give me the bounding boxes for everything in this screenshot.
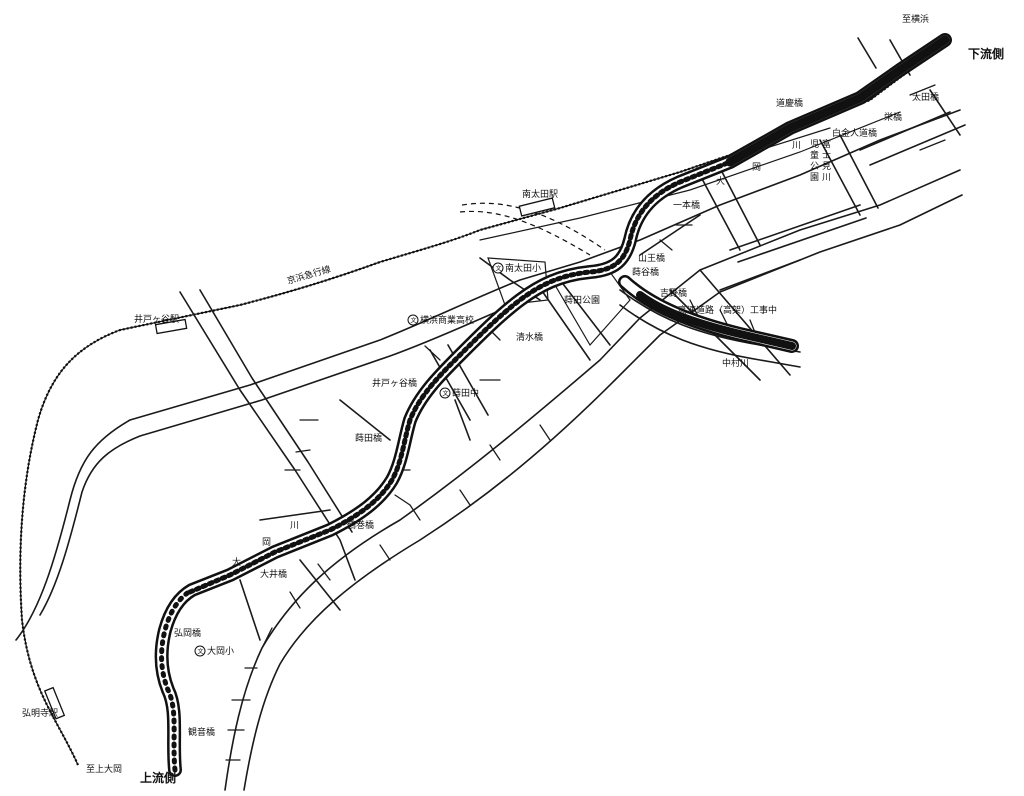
expressway-label: 高速道路（高架）工事中 bbox=[678, 304, 777, 316]
river-name-char-5: 岡 bbox=[262, 537, 271, 548]
nakamura-river-label: 中村川 bbox=[722, 357, 749, 369]
gumyoji-station-label: 弘明寺駅 bbox=[22, 708, 58, 719]
yoshino-bridge-label: 吉野橋 bbox=[660, 287, 687, 299]
fuji-label-4: 士 bbox=[822, 149, 831, 161]
ooka-elementary-label: 大岡小 bbox=[207, 645, 234, 657]
tsuruga-bridge-label: 鶴巻橋 bbox=[347, 519, 374, 531]
road-network bbox=[15, 37, 966, 791]
fuji-label-3: 富 bbox=[822, 138, 831, 150]
michikawa-bridge-label: 道慶橋 bbox=[776, 97, 803, 109]
svg-text:文: 文 bbox=[443, 390, 449, 398]
kannon-bridge-label: 観音橋 bbox=[188, 726, 215, 738]
minami-ota-elementary-label: 南太田小 bbox=[505, 262, 541, 274]
svg-text:文: 文 bbox=[496, 265, 502, 273]
gumyo-bridge-label: 弘岡橋 bbox=[174, 627, 201, 639]
nakamura-river bbox=[618, 275, 799, 353]
fuji-label-6: 見 bbox=[822, 161, 831, 172]
fuji-label-1: 児 bbox=[810, 139, 819, 150]
ippon-bridge-label: 一本橋 bbox=[673, 199, 700, 211]
svg-text:文: 文 bbox=[198, 648, 204, 656]
ota-bridge-label: 太田橋 bbox=[912, 91, 939, 103]
river-name-char-2: 岡 bbox=[752, 162, 761, 173]
shirokura-footbridge-label: 白金人道橋 bbox=[832, 127, 877, 139]
shimizu-bridge-label: 清水橋 bbox=[516, 331, 543, 343]
fuji-label-8: 川 bbox=[822, 173, 831, 183]
upstream-label: 上流側 bbox=[140, 770, 176, 785]
sanno-bridge-label: 山王橋 bbox=[638, 252, 665, 264]
oi-bridge-label: 大井橋 bbox=[260, 568, 287, 580]
maita-park-label: 蒔田公園 bbox=[564, 294, 600, 306]
svg-text:文: 文 bbox=[411, 317, 417, 325]
kuromon-bridge-label: 蒔谷橋 bbox=[632, 266, 659, 278]
downstream-label: 下流側 bbox=[968, 46, 1004, 61]
idogaya-station-marker bbox=[154, 318, 188, 335]
school-symbol-maita-jhs: 文 bbox=[439, 387, 451, 399]
gumyoji-station-marker bbox=[43, 686, 66, 720]
maita-jhs-label: 蒔田中 bbox=[452, 387, 479, 399]
minami-ota-station-label: 南太田駅 bbox=[522, 188, 558, 200]
to-kamiooka-label: 至上大岡 bbox=[86, 763, 122, 775]
fuji-label-2: 童 bbox=[810, 149, 819, 161]
side-street-stubs bbox=[225, 84, 946, 761]
river-name-char-4: 大 bbox=[232, 556, 241, 568]
school-symbol-ooka-es: 文 bbox=[194, 645, 206, 657]
river-name-char-1: 大 bbox=[716, 175, 725, 187]
minami-ota-station-marker bbox=[518, 197, 556, 217]
ooka-river bbox=[154, 33, 952, 777]
idogaya-bridge-label: 井戸ヶ谷橋 bbox=[372, 377, 417, 389]
river-name-char-6: 川 bbox=[290, 521, 299, 531]
school-symbol-minami-ota: 文 bbox=[492, 262, 504, 274]
yokohama-commercial-hs-label: 横浜商業高校 bbox=[420, 314, 474, 326]
maita-bridge-label: 蒔田橋 bbox=[355, 432, 382, 444]
river-name-char-3: 川 bbox=[792, 141, 801, 151]
keikyu-line-label: 京浜急行線 bbox=[286, 263, 333, 287]
to-yokohama-label: 至横浜 bbox=[902, 13, 929, 25]
fuji-label-5: 公 bbox=[810, 161, 819, 172]
sakae-bridge-label: 栄橋 bbox=[884, 111, 902, 123]
school-symbol-yokohama-hs: 文 bbox=[407, 314, 419, 326]
idogaya-station-label: 井戸ヶ谷駅 bbox=[134, 313, 179, 325]
fuji-label-7: 園 bbox=[810, 172, 819, 183]
